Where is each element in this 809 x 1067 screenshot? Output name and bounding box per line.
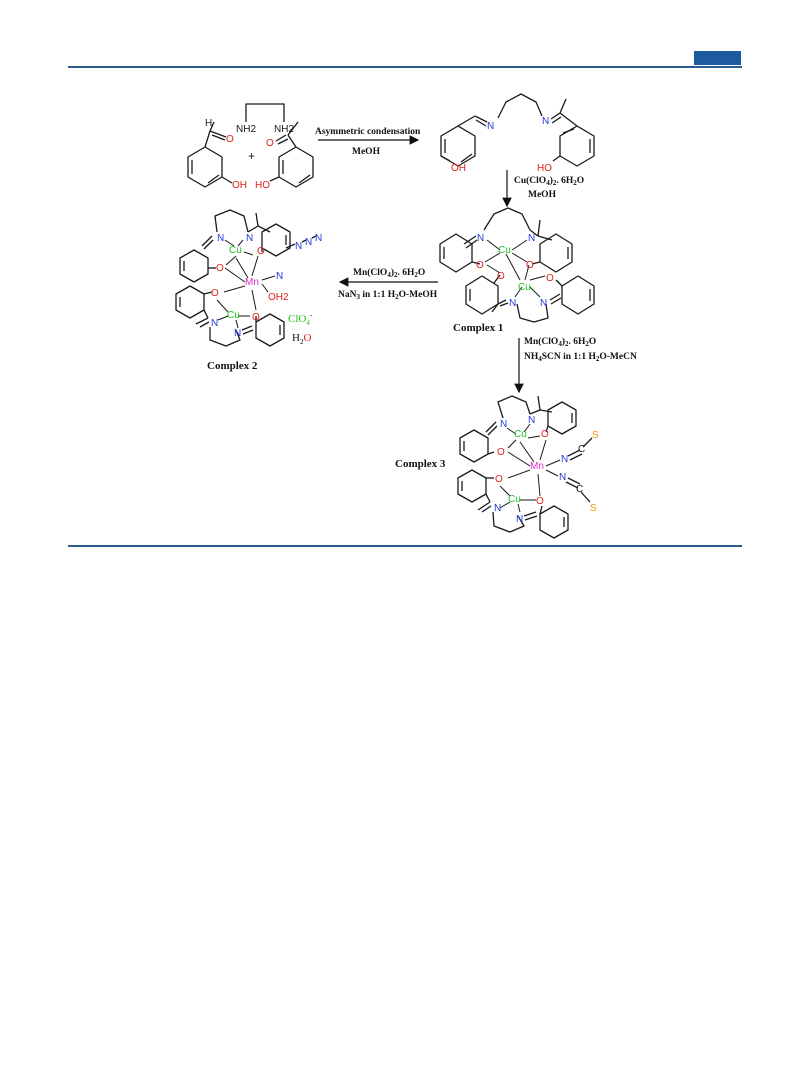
complex-1-label: Complex 1 [453, 322, 503, 334]
c3-o1: O [541, 429, 549, 440]
c3-n1: N [500, 419, 507, 430]
aldehyde-o: O [226, 134, 234, 145]
c3-o4: O [536, 496, 544, 507]
c2-n2: N [246, 233, 253, 244]
c3-o2: O [497, 447, 505, 458]
c1-o4: O [546, 273, 554, 284]
complex-2-label: Complex 2 [207, 360, 258, 372]
c2-n3: N [211, 318, 218, 329]
cond-step1-top: Asymmetric condensation [315, 127, 421, 137]
c2-n4: N [234, 328, 241, 339]
schiff-base-ligand: N N OH HO [440, 93, 595, 174]
aldehyde-h: H [205, 118, 212, 129]
c3-cu1: Cu [514, 429, 527, 440]
c3-n4: N [516, 514, 523, 525]
c3-n3: N [494, 503, 501, 514]
c2-o4: O [252, 312, 260, 323]
c3-scn-c2: C [576, 484, 583, 495]
c2-o2: O [216, 263, 224, 274]
top-rule [68, 66, 742, 68]
c3-cu2: Cu [508, 494, 521, 505]
c1-n2: N [528, 233, 535, 244]
c3-mn: Mn [530, 461, 544, 472]
c2-cu1: Cu [229, 245, 242, 256]
phenol-oh: OH [232, 180, 247, 191]
propanediamine: NH2 NH2 [236, 103, 294, 135]
c2-o1: O [257, 246, 265, 257]
cond-step4-line2: NH4SCN in 1:1 H2O-MeCN [524, 352, 637, 363]
c2-cu2: Cu [227, 310, 240, 321]
c3-scn-c1: C [578, 444, 585, 455]
complex-3-label: Complex 3 [395, 458, 446, 470]
c2-azide-n1: N [276, 271, 283, 282]
c1-cu1: Cu [498, 245, 511, 256]
ligand-n1: N [487, 121, 494, 132]
c1-n3: N [509, 298, 516, 309]
salicylaldehyde: H O OH [187, 118, 247, 191]
c1-o2: O [526, 260, 534, 271]
c3-o3: O [495, 474, 503, 485]
cond-step3-line1: Mn(ClO4)2. 6H2O [353, 267, 425, 279]
c3-scn-n1: N [561, 454, 568, 465]
c2-azide-n4: N [315, 233, 322, 244]
header-tab [694, 51, 741, 65]
complex-3-structure: N N Cu O O Mn N C S N C S O Cu O N N [457, 395, 599, 539]
cond-step1-bottom: MeOH [352, 147, 381, 157]
cond-step4-line1: Mn(ClO4)2. 6H2O [524, 336, 596, 348]
c1-n4: N [540, 298, 547, 309]
c1-o1: O [476, 260, 484, 271]
phenol-ho: HO [255, 180, 270, 191]
hydroxyacetophenone: O HO [255, 121, 314, 191]
perchlorate-ion: ClO4- [288, 311, 313, 327]
ligand-ho: HO [537, 163, 552, 174]
c3-scn-n2: N [559, 472, 566, 483]
bottom-rule [68, 545, 742, 547]
c2-o3: O [211, 288, 219, 299]
ketone-o: O [266, 138, 274, 149]
c2-n1: N [217, 233, 224, 244]
c2-mn: Mn [245, 277, 259, 288]
plus-sign: + [248, 149, 255, 163]
cond-step2-line1: Cu(ClO4)2. 6H2O [514, 175, 584, 187]
ligand-n2: N [542, 116, 549, 127]
c3-scn-s1: S [592, 430, 599, 441]
cond-step3-line2: NaN3 in 1:1 H2O-MeOH [338, 290, 438, 301]
c1-o3: O [497, 271, 505, 282]
amine-nh2-2: NH2 [274, 124, 294, 135]
c1-cu2: Cu [518, 282, 531, 293]
c2-azide-n2: N [295, 241, 302, 252]
complex-2-structure: N N Cu O O Mn N N N N OH2 O Cu O N N [175, 209, 322, 347]
c3-scn-s2: S [590, 503, 597, 514]
c2-oh2: OH2 [268, 292, 289, 303]
ligand-oh: OH [451, 163, 466, 174]
c1-n1: N [477, 233, 484, 244]
water-molecule: H2O [292, 332, 311, 346]
c3-n2: N [528, 415, 535, 426]
c2-azide-n3: N [305, 237, 312, 248]
cond-step2-line2: MeOH [528, 190, 557, 200]
complex-1-structure: N N Cu Cu O O O O N N [439, 207, 595, 323]
amine-nh2-1: NH2 [236, 124, 256, 135]
